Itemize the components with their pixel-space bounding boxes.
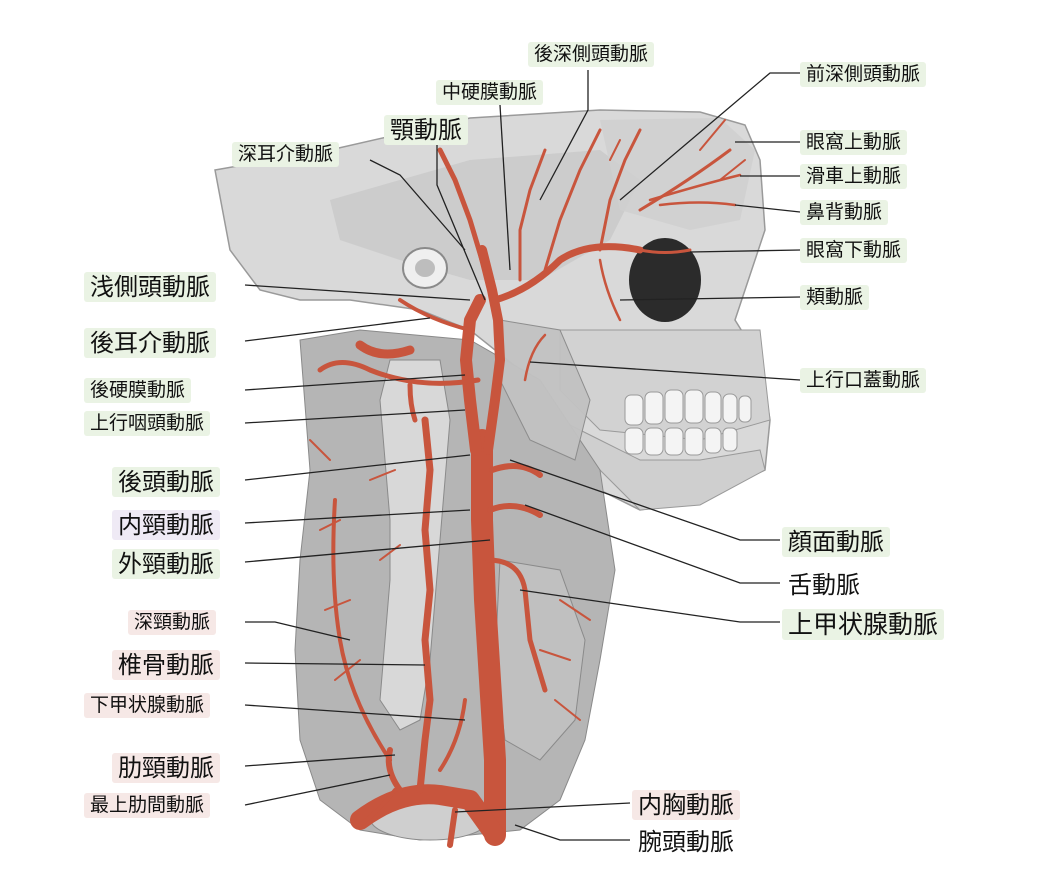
superior-thyroid-artery bbox=[485, 557, 548, 693]
label-superficial-temporal-artery: 浅側頭動脈 bbox=[84, 272, 216, 302]
label-facial-artery: 顔面動脈 bbox=[782, 527, 890, 557]
label-superior-thyroid-artery: 上甲状腺動脈 bbox=[782, 609, 945, 640]
vertebral-artery bbox=[416, 416, 434, 794]
posterior-deep-temporal-artery bbox=[543, 128, 602, 272]
superficial-temporal-artery bbox=[437, 147, 485, 263]
leader-external-carotid bbox=[244, 539, 491, 563]
label-ascending-pharyngeal-artery: 上行咽頭動脈 bbox=[84, 411, 211, 436]
leader-superior-thyroid bbox=[519, 589, 780, 623]
label-buccal-artery: 頬動脈 bbox=[800, 285, 870, 310]
label-infraorbital-artery: 眼窩下動脈 bbox=[800, 238, 908, 263]
occipital-artery bbox=[317, 360, 481, 386]
costocervical-trunk bbox=[385, 747, 403, 793]
leader-deep-cervical bbox=[245, 621, 351, 641]
leader-lines bbox=[244, 70, 801, 841]
brachiocephalic-artery bbox=[350, 784, 505, 845]
ascending-palatine-artery bbox=[523, 333, 547, 382]
supraorbital-artery bbox=[638, 148, 732, 212]
leader-buccal bbox=[619, 296, 801, 301]
leader-occipital bbox=[244, 454, 471, 481]
leader-inferior-thyroid bbox=[244, 704, 466, 721]
leader-dorsal-nasal bbox=[734, 204, 801, 213]
supreme-intercostal-artery bbox=[358, 788, 397, 827]
leader-superficial-temporal bbox=[244, 284, 471, 301]
label-supreme-intercostal-artery: 最上肋間動脈 bbox=[84, 793, 211, 818]
internal-thoracic-artery bbox=[447, 807, 458, 848]
leader-costocervical bbox=[244, 754, 396, 767]
leader-posterior-deep-temporal bbox=[539, 70, 589, 201]
orbit bbox=[629, 238, 701, 322]
posterior-auricular-artery bbox=[398, 298, 472, 332]
label-posterior-deep-temporal-artery: 後深側頭動脈 bbox=[528, 42, 655, 67]
label-dorsal-nasal-artery: 鼻背動脈 bbox=[800, 200, 889, 225]
arteries bbox=[309, 119, 746, 848]
leader-posterior-auricular bbox=[244, 317, 431, 342]
leader-supreme-intercostal bbox=[244, 774, 391, 806]
label-posterior-meningeal-artery: 後硬膜動脈 bbox=[84, 378, 192, 403]
label-anterior-deep-temporal-artery: 前深側頭動脈 bbox=[800, 62, 927, 87]
leader-infraorbital bbox=[689, 249, 801, 253]
leader-ascending-pharyngeal bbox=[244, 409, 466, 424]
external-carotid-artery bbox=[477, 245, 505, 455]
deep-cervical-artery bbox=[331, 498, 392, 762]
leader-vertebral bbox=[244, 662, 426, 666]
middle-meningeal-artery bbox=[518, 148, 547, 282]
maxillary-artery bbox=[491, 243, 644, 304]
infraorbital-artery bbox=[638, 248, 692, 254]
label-middle-meningeal-artery: 中硬膜動脈 bbox=[436, 80, 544, 105]
leader-maxillary bbox=[436, 145, 486, 301]
anterior-deep-temporal-artery bbox=[598, 128, 642, 252]
label-brachiocephalic-artery: 腕頭動脈 bbox=[638, 828, 734, 856]
posterior-meningeal-artery bbox=[407, 382, 418, 423]
buccal-artery bbox=[598, 258, 622, 322]
mandible bbox=[559, 419, 766, 511]
leader-middle-meningeal bbox=[499, 104, 511, 271]
label-internal-carotid-artery: 内頸動脈 bbox=[112, 510, 220, 540]
label-supratrochlear-artery: 滑車上動脈 bbox=[800, 164, 908, 189]
label-costocervical-trunk: 肋頸動脈 bbox=[112, 753, 220, 783]
leader-deep-auricular bbox=[369, 159, 466, 251]
skull-illustration bbox=[214, 109, 771, 841]
leader-internal-carotid bbox=[244, 509, 471, 524]
leader-posterior-meningeal bbox=[244, 374, 466, 391]
leader-anterior-deep-temporal bbox=[619, 72, 800, 201]
label-posterior-auricular-artery: 後耳介動脈 bbox=[84, 328, 216, 358]
arterial-twigs bbox=[309, 119, 746, 721]
lingual-artery bbox=[487, 503, 543, 518]
label-external-carotid-artery: 外頸動脈 bbox=[112, 549, 220, 579]
leader-ascending-palatine bbox=[529, 361, 801, 381]
label-lingual-artery: 舌動脈 bbox=[788, 571, 860, 599]
leader-lingual bbox=[524, 504, 780, 584]
label-ascending-palatine-artery: 上行口蓋動脈 bbox=[800, 368, 927, 393]
label-maxillary-artery: 顎動脈 bbox=[384, 115, 468, 145]
label-supraorbital-artery: 眼窩上動脈 bbox=[800, 130, 908, 155]
cervical-vertebrae bbox=[379, 359, 451, 731]
label-deep-cervical-artery: 深頸動脈 bbox=[128, 610, 217, 635]
label-deep-auricular-artery: 深耳介動脈 bbox=[232, 142, 340, 167]
supratrochlear-artery bbox=[648, 173, 742, 202]
leader-brachiocephalic bbox=[514, 824, 630, 841]
label-inferior-thyroid-artery: 下甲状腺動脈 bbox=[84, 693, 211, 718]
ear-canal-inner bbox=[415, 259, 435, 277]
label-vertebral-artery: 椎骨動脈 bbox=[112, 650, 220, 680]
teeth bbox=[624, 389, 752, 456]
internal-carotid-artery bbox=[460, 294, 486, 456]
dorsal-nasal-artery bbox=[658, 201, 737, 207]
common-carotid-artery bbox=[471, 429, 506, 846]
label-internal-thoracic-artery: 内胸動脈 bbox=[632, 790, 740, 820]
label-occipital-artery: 後頭動脈 bbox=[112, 467, 220, 497]
leader-internal-thoracic bbox=[454, 802, 631, 813]
inferior-thyroid-artery bbox=[438, 698, 467, 772]
occipital-loop bbox=[355, 340, 415, 359]
facial-artery bbox=[489, 463, 543, 478]
leader-facial bbox=[509, 459, 780, 541]
temporal-fossa-shading bbox=[330, 150, 640, 280]
